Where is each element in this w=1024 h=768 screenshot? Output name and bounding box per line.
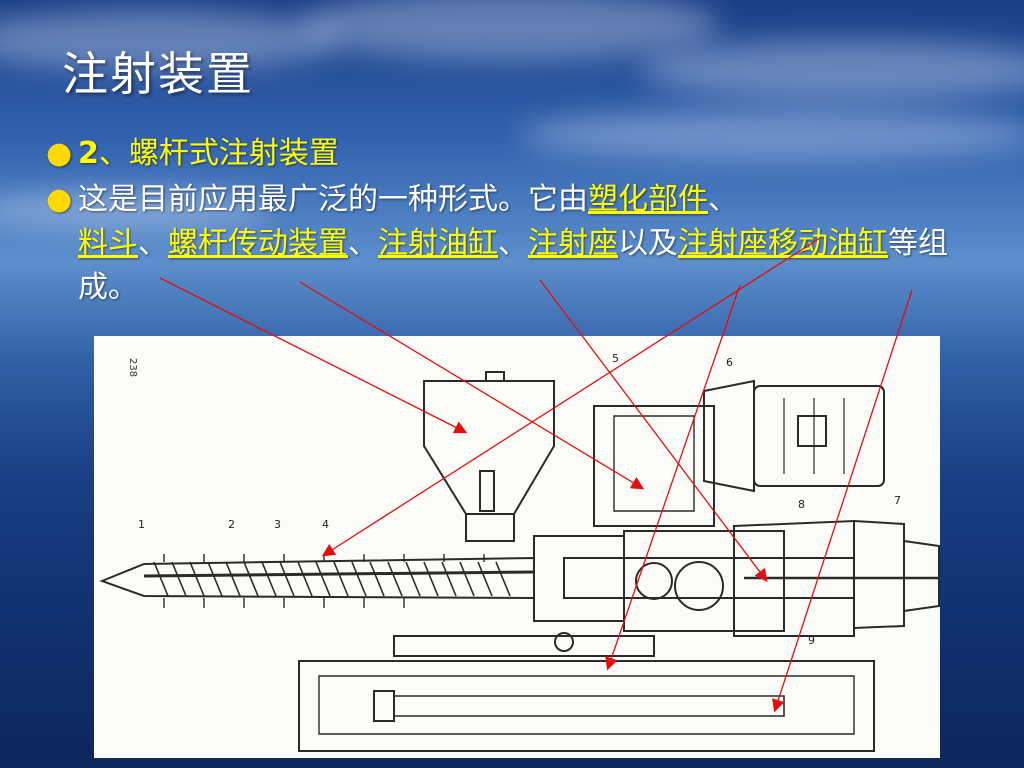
rear-cover <box>853 519 905 630</box>
separator: 、 <box>498 226 528 261</box>
motor <box>753 385 885 487</box>
background-cloud <box>640 40 1024 100</box>
bullet-item: ● 这是目前应用最广泛的一种形式。它由塑化部件、 料斗、螺杆传动装置、注射油缸、… <box>44 178 974 310</box>
part-label: 2 <box>228 518 235 531</box>
and-text: 以及 <box>618 226 678 261</box>
motor-flange <box>703 379 755 493</box>
background-cloud <box>0 190 270 230</box>
part-label: 7 <box>894 494 901 507</box>
base-rail <box>393 635 655 657</box>
background-cloud <box>520 110 1024 160</box>
heater-bands <box>163 554 485 608</box>
part-label: 9 <box>808 634 815 647</box>
bullet-list: ● 2、螺杆式注射装置 ● 这是目前应用最广泛的一种形式。它由塑化部件、 料斗、… <box>44 132 974 310</box>
part-label: 1 <box>138 518 145 531</box>
pivot <box>554 632 574 652</box>
hopper-neck <box>465 514 515 542</box>
gear-box <box>623 530 785 632</box>
component-injection-seat: 注射座 <box>528 226 618 261</box>
seat-piston <box>373 690 395 722</box>
bullet-number: 2 <box>78 136 99 171</box>
part-label: 8 <box>798 498 805 511</box>
part-label: 6 <box>726 356 733 369</box>
part-label: 5 <box>612 352 619 365</box>
component-plasticizing: 塑化部件 <box>588 182 708 217</box>
diagram-drawing: 2 3 8 <box>99 352 940 752</box>
rear-fitting <box>903 539 940 613</box>
bullet-icon: ● <box>46 136 73 171</box>
gear <box>674 561 724 611</box>
hopper-body <box>423 380 555 515</box>
bullet-icon: ● <box>46 182 73 217</box>
slide-title: 注射装置 <box>62 47 254 101</box>
tail-text: 等组成。 <box>78 226 948 305</box>
gear <box>635 562 673 600</box>
seat-cylinder-bore <box>318 675 855 735</box>
motor-terminal-box <box>797 415 827 447</box>
separator: 、 <box>708 182 738 217</box>
hopper-window <box>479 470 495 512</box>
bullet-item: ● 2、螺杆式注射装置 <box>44 132 974 176</box>
bullet-intro: 这是目前应用最广泛的一种形式。它由 <box>78 182 588 217</box>
part-label: 3 <box>274 518 281 531</box>
component-seat-cylinder: 注射座移动油缸 <box>678 226 888 261</box>
seat-cylinder-body <box>298 660 875 752</box>
transmission-inner <box>613 415 695 512</box>
side-code: 238 <box>127 358 138 377</box>
motor-fins <box>783 398 845 474</box>
component-hopper: 料斗 <box>78 226 138 261</box>
component-screw-drive: 螺杆传动装置 <box>168 226 348 261</box>
hopper-handle <box>485 371 505 382</box>
separator: 、 <box>348 226 378 261</box>
bullet-separator: 、 <box>98 136 129 171</box>
component-injection-cylinder: 注射油缸 <box>378 226 498 261</box>
transmission-case <box>593 405 715 527</box>
seat-piston-rod <box>393 695 785 717</box>
bullet-heading: 螺杆式注射装置 <box>128 136 339 171</box>
background-cloud <box>0 10 340 70</box>
injection-unit-diagram: 2 3 8 <box>94 336 940 758</box>
feed-housing <box>533 535 625 622</box>
background-cloud <box>300 0 720 60</box>
separator: 、 <box>138 226 168 261</box>
part-label: 4 <box>322 518 329 531</box>
screw-flights <box>153 561 511 597</box>
